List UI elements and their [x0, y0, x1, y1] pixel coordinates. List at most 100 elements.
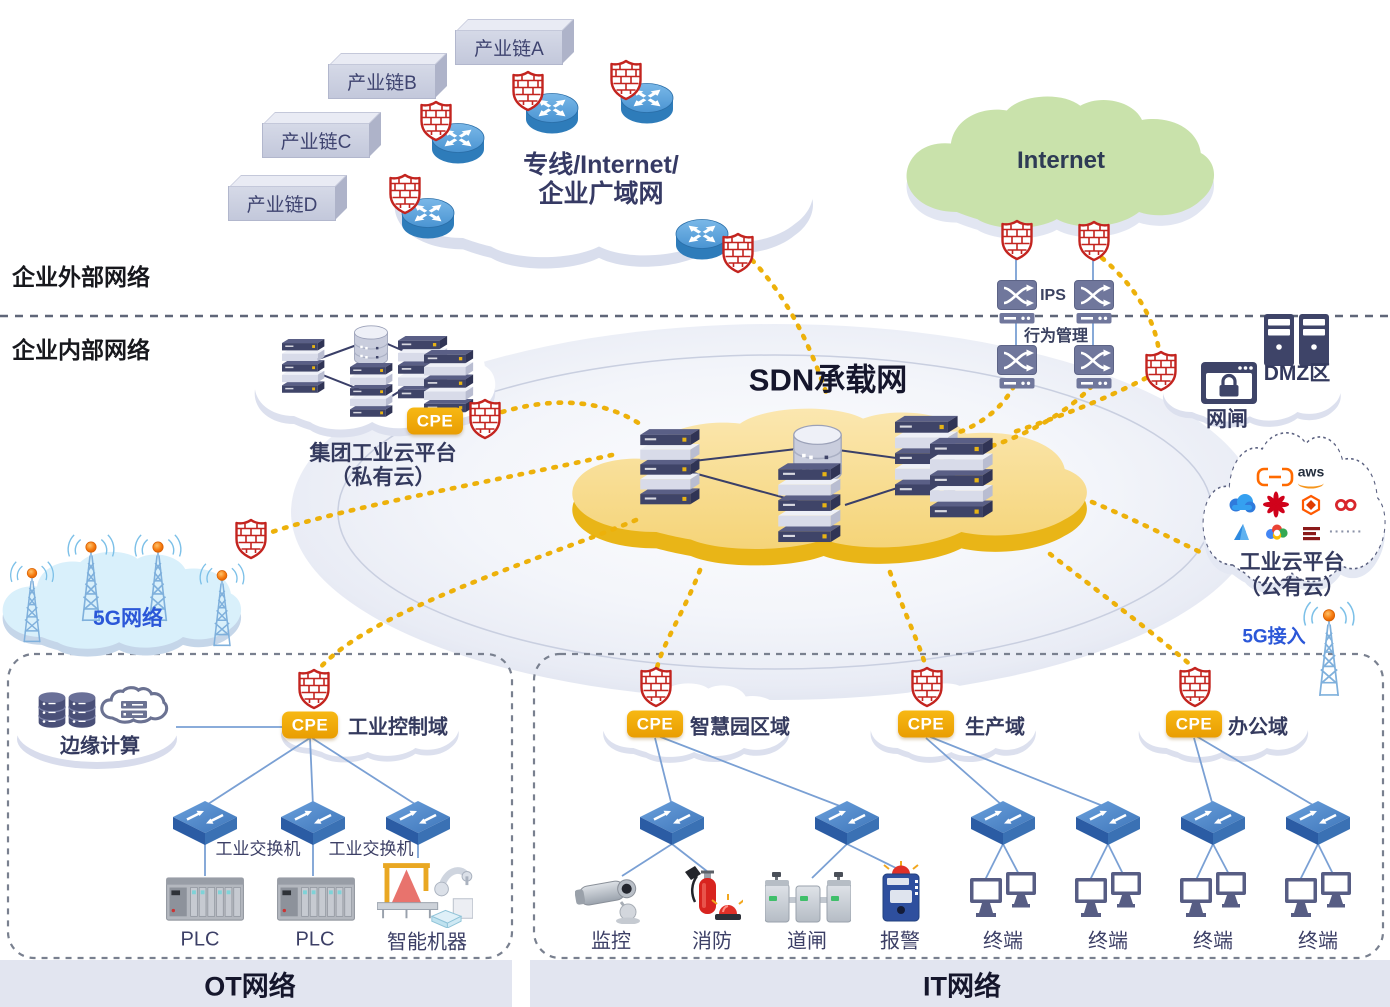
fire-extinguisher-icon — [683, 864, 743, 922]
industry-chain-box: 产业链A — [455, 30, 563, 65]
terminal-icon — [970, 872, 1036, 917]
office-domain-label: 办公域 — [1228, 716, 1288, 739]
gate-label: 道闸 — [787, 930, 827, 953]
router-icon — [675, 219, 729, 260]
industry-chain-box: 产业链D — [228, 186, 336, 221]
industry-chain-box: 产业链B — [328, 64, 436, 99]
industry-chain-label: 产业链A — [474, 39, 544, 60]
plc-label: PLC — [180, 928, 220, 951]
cpe-badge-industrial-control: CPE — [282, 711, 338, 739]
public-cloud-label-line2: （公有云） — [1239, 576, 1345, 599]
firewall-icon — [640, 666, 672, 708]
firewall-icon — [610, 59, 642, 101]
industrial-control-label: 工业控制域 — [348, 716, 448, 739]
monitoring-label: 监控 — [591, 930, 631, 953]
blue-links — [176, 232, 1337, 881]
terminal-icon — [1285, 872, 1351, 917]
cpe-badge-office: CPE — [1166, 710, 1222, 738]
external-network-label: 企业外部网络 — [12, 264, 150, 290]
cpe-badge-production: CPE — [898, 710, 954, 738]
gateway-label: 网闸 — [1206, 408, 1248, 431]
alarm-icon — [882, 861, 920, 922]
firewall-icon — [911, 666, 943, 708]
gate-barrier-icon — [765, 872, 851, 922]
behavior-mgmt-label: 行为管理 — [1023, 328, 1089, 345]
aws-smile-icon — [1298, 478, 1324, 489]
terminal-label: 终端 — [1193, 930, 1233, 953]
ips-appliance-icon — [996, 279, 1038, 325]
industrial-switch-label: 工业交换机 — [215, 839, 301, 859]
firewall-icon — [298, 668, 330, 710]
switch-icon — [815, 801, 879, 847]
firewall-icon — [469, 398, 501, 440]
internal-network-label: 企业内部网络 — [12, 337, 150, 363]
terminal-label: 终端 — [1298, 930, 1338, 953]
switch-icon — [1286, 801, 1350, 847]
more-providers-label: ······ — [1329, 523, 1363, 539]
industry-chain-label: 产业链C — [280, 132, 352, 153]
switch-icon — [640, 801, 704, 847]
ips-label: IPS — [1040, 287, 1066, 304]
switch-icon — [1076, 801, 1140, 847]
it-zone-box — [532, 652, 1385, 960]
server-stack-icon — [424, 349, 474, 413]
terminal-icon — [1075, 872, 1141, 917]
smart-machine-icon — [377, 866, 473, 928]
g5-access-tower-icon — [1303, 601, 1355, 697]
switch-icon — [971, 801, 1035, 847]
tencent-cloud-icon — [1229, 494, 1256, 513]
firewall-icon — [1001, 219, 1033, 261]
alibaba-cloud-icon — [1256, 467, 1294, 487]
huawei-cloud-icon — [1263, 491, 1289, 518]
firewall-icon — [1078, 220, 1110, 262]
cluster-links — [309, 341, 929, 506]
industry-chain-label: 产业链B — [347, 73, 417, 94]
terminal-label: 终端 — [983, 930, 1023, 953]
private-cloud-label-line2: （私有云） — [330, 466, 436, 489]
g5-access-label: 5G接入 — [1242, 626, 1306, 648]
campus-domain-label: 智慧园区域 — [690, 716, 790, 739]
ips-appliance-icon — [1073, 279, 1115, 325]
internet-label: Internet — [1016, 147, 1106, 174]
plc-icon — [277, 877, 355, 921]
jd-cloud-icon — [1301, 494, 1321, 516]
database-icon — [353, 325, 389, 367]
production-domain-label: 生产域 — [965, 716, 1025, 739]
plc-label: PLC — [295, 928, 335, 951]
server-stack-icon — [778, 463, 841, 543]
terminal-label: 终端 — [1088, 930, 1128, 953]
ot-network-label: OT网络 — [204, 971, 296, 1002]
azure-icon — [1234, 524, 1249, 540]
g5-network-label: 5G网络 — [92, 607, 164, 630]
sdn-title: SDN承载网 — [748, 362, 908, 398]
camera-icon — [575, 876, 642, 924]
gateway-lock-icon — [1201, 362, 1257, 406]
fire-label: 消防 — [692, 930, 732, 953]
server-stack-icon — [930, 437, 993, 518]
industry-chain-box: 产业链C — [262, 123, 370, 158]
firewall-icon — [722, 232, 754, 274]
alarm-label: 报警 — [880, 930, 920, 953]
dmz-label: DMZ区 — [1263, 362, 1331, 385]
industry-chain-label: 产业链D — [246, 195, 318, 216]
edge-computing-label: 边缘计算 — [60, 735, 140, 758]
server-stack-icon — [282, 338, 325, 393]
cloud-provider-logos — [1229, 467, 1357, 541]
firewall-icon — [420, 100, 452, 142]
it-network-label: IT网络 — [923, 971, 1001, 1002]
plc-icon — [166, 877, 244, 921]
it-band — [530, 960, 1390, 1007]
cpe-badge-campus: CPE — [627, 710, 683, 738]
firewall-icon — [1179, 666, 1211, 708]
edge-database-icon — [38, 691, 66, 729]
terminal-icon — [1180, 872, 1246, 917]
firewall-icon — [389, 173, 421, 215]
google-cloud-icon — [1266, 524, 1288, 540]
behavior-appliance-icon — [1073, 344, 1115, 390]
public-cloud-label-line1: 工业云平台 — [1239, 551, 1345, 574]
wan-cloud-label-line2: 企业广域网 — [538, 180, 664, 208]
firewall-icon — [512, 70, 544, 112]
edge-cloud-icon — [102, 688, 167, 723]
